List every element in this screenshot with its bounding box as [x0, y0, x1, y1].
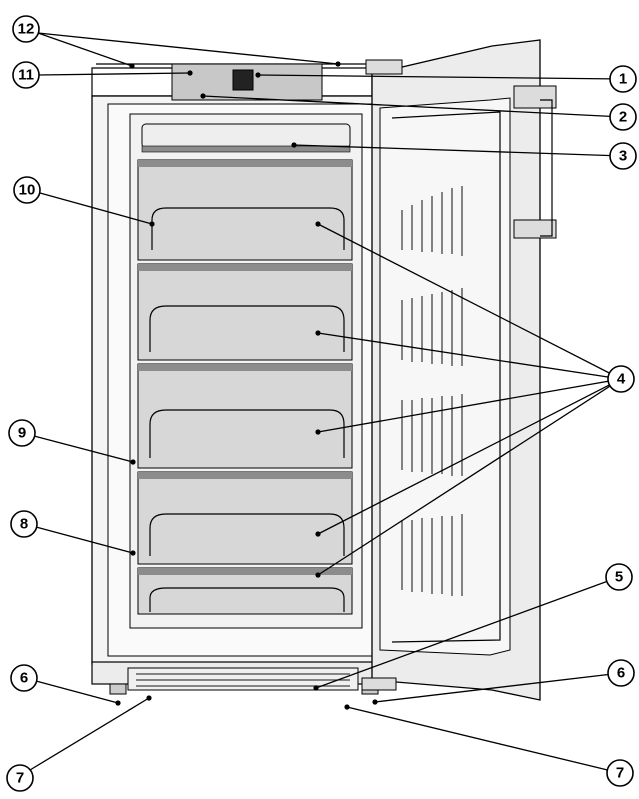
callout-4-label: 4	[617, 371, 626, 388]
callout-6-left: 6	[10, 664, 38, 692]
callout-6-left-label: 6	[20, 670, 28, 687]
callout-5: 5	[605, 563, 633, 591]
door-vents	[401, 186, 463, 596]
display	[232, 69, 254, 91]
callout-6-right: 6	[607, 659, 635, 687]
callout-7-left: 7	[6, 764, 34, 792]
callout-3-label: 3	[619, 148, 627, 165]
callout-3: 3	[609, 142, 637, 170]
callout-11: 11	[12, 61, 40, 89]
callout-2-label: 2	[619, 109, 627, 126]
callout-6-right-label: 6	[617, 665, 625, 682]
callout-10-label: 10	[19, 182, 36, 199]
ventilation-grille	[127, 667, 359, 691]
drawer-1	[137, 159, 353, 261]
callout-1-label: 1	[619, 71, 627, 88]
callout-7-left-label: 7	[16, 770, 24, 787]
leader-lines	[29, 32, 624, 774]
callout-2: 2	[609, 103, 637, 131]
callout-4: 4	[607, 365, 635, 393]
callout-1: 1	[609, 65, 637, 93]
callout-11-label: 11	[18, 67, 34, 84]
grille-slats	[136, 673, 350, 687]
callout-9-label: 9	[18, 425, 26, 442]
callout-7-right-label: 7	[616, 765, 624, 782]
callout-12-label: 12	[18, 21, 35, 38]
top-shelf	[141, 123, 351, 153]
callout-10: 10	[13, 176, 41, 204]
anchor-dots	[115, 61, 378, 710]
callout-12: 12	[12, 15, 40, 43]
door-handle-bottom	[513, 219, 557, 239]
hinge-top	[365, 59, 403, 75]
door	[361, 39, 557, 701]
door-handle-top	[513, 85, 557, 109]
drawer-2	[137, 263, 353, 361]
hinge-bottom	[361, 677, 397, 691]
callout-9: 9	[8, 419, 36, 447]
drawer-4	[137, 471, 353, 565]
callout-5-label: 5	[615, 569, 623, 586]
callout-8-label: 8	[20, 516, 28, 533]
drawers	[137, 159, 353, 615]
callout-7-right: 7	[606, 759, 634, 787]
foot-left	[109, 683, 127, 695]
drawer-3	[137, 363, 353, 469]
callout-8: 8	[10, 510, 38, 538]
